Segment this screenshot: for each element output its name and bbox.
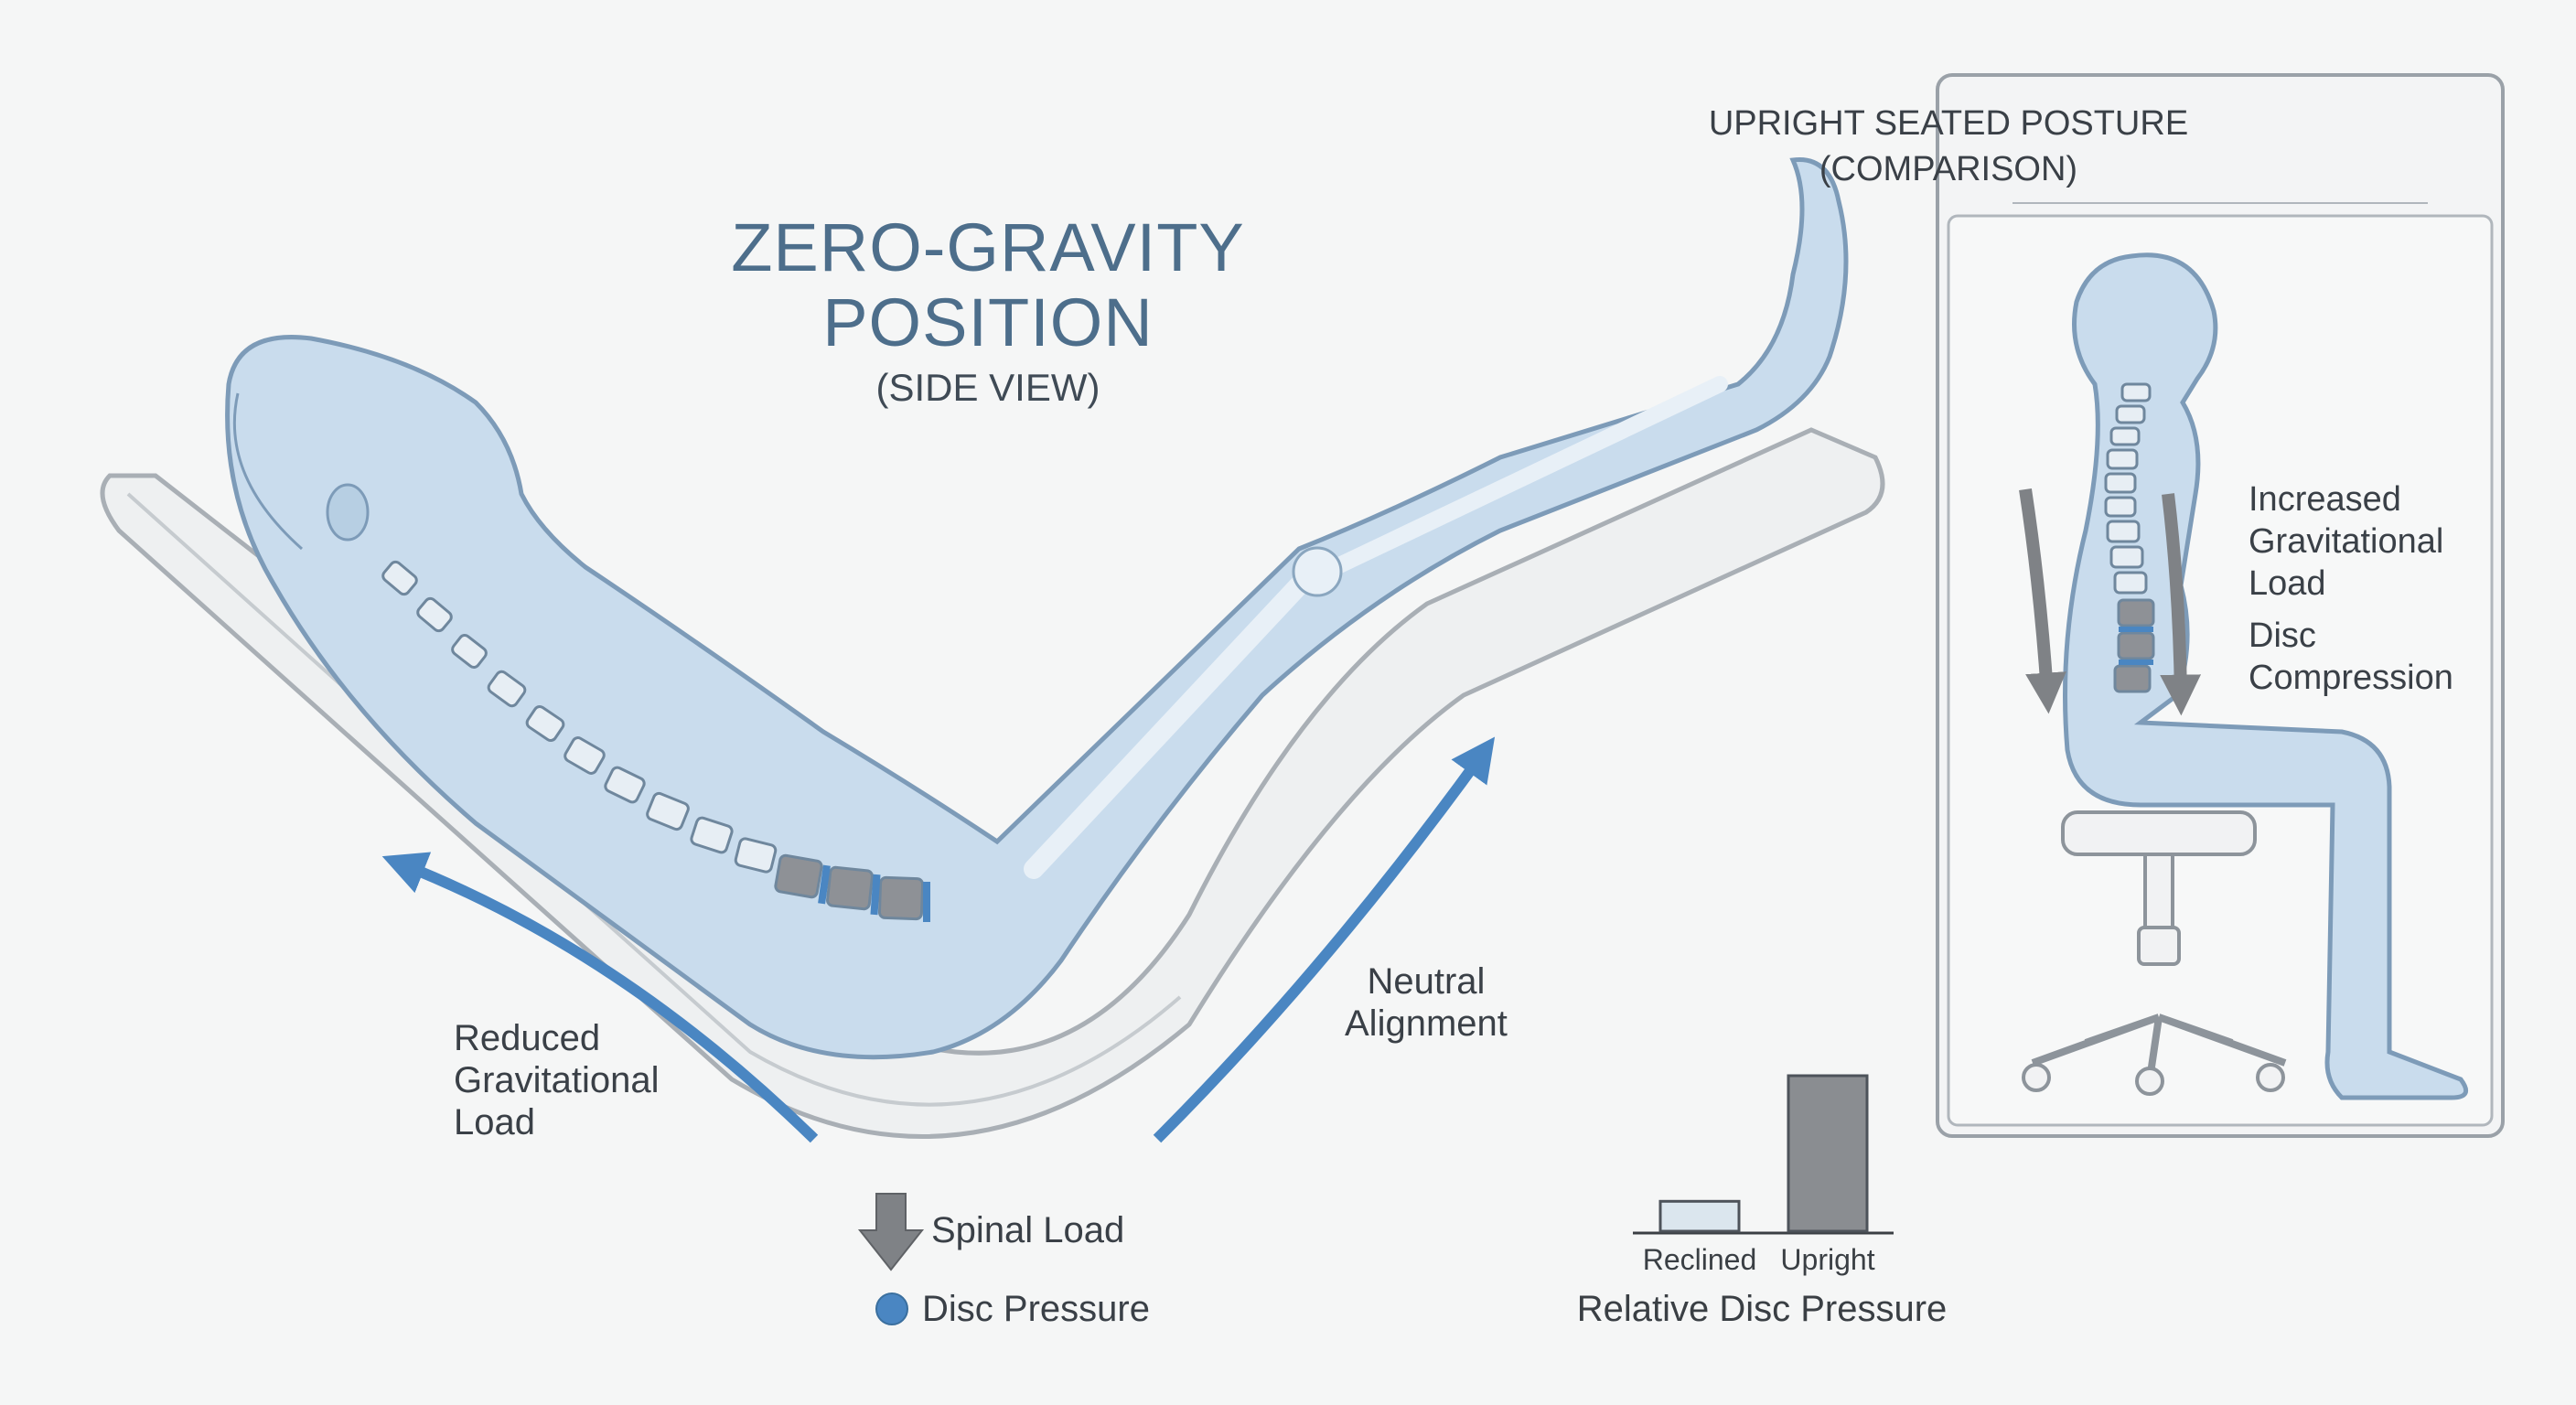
disc-pressure-chart: Reclined Upright Relative Disc Pressure: [1577, 1076, 1948, 1329]
increased-load-line-2: Gravitational: [2249, 520, 2443, 563]
neutral-alignment-label: Neutral Alignment: [1345, 960, 1508, 1045]
page-subtitle: (SIDE VIEW): [823, 366, 1153, 410]
tick-label-upright: Upright: [1780, 1243, 1874, 1276]
bar-upright: [1788, 1076, 1867, 1231]
page-title-line-2: POSITION: [640, 284, 1336, 361]
disc-compression-line-2: Compression: [2249, 657, 2453, 699]
reduced-load-line-3: Load: [454, 1101, 660, 1143]
increased-load-line-3: Load: [2249, 563, 2443, 605]
bar-reclined: [1660, 1201, 1739, 1231]
reduced-load-label: Reduced Gravitational Load: [454, 1017, 660, 1143]
comparison-title-line-1: UPRIGHT SEATED POSTURE: [1519, 101, 2378, 146]
increased-load-line-1: Increased: [2249, 478, 2443, 520]
reduced-load-line-1: Reduced: [454, 1017, 660, 1059]
tick-label-reclined: Reclined: [1643, 1243, 1757, 1276]
neutral-alignment-line-1: Neutral: [1345, 960, 1508, 1003]
increased-load-label: Increased Gravitational Load: [2249, 478, 2443, 605]
legend-disc-pressure: Disc Pressure: [922, 1288, 1150, 1330]
spinal-load-down-arrow-icon: [860, 1194, 922, 1270]
chart-title: Relative Disc Pressure: [1577, 1289, 1948, 1329]
comparison-title-line-2: (COMPARISON): [1519, 146, 2378, 192]
reduced-load-line-2: Gravitational: [454, 1059, 660, 1101]
legend-spinal-load: Spinal Load: [931, 1209, 1124, 1251]
neutral-alignment-line-2: Alignment: [1345, 1003, 1508, 1045]
page-title-line-1: ZERO-GRAVITY: [640, 209, 1336, 286]
disc-compression-label: Disc Compression: [2249, 615, 2453, 699]
disc-pressure-dot-icon: [876, 1293, 907, 1325]
comparison-panel: [1937, 75, 2503, 1136]
disc-compression-line-1: Disc: [2249, 615, 2453, 657]
